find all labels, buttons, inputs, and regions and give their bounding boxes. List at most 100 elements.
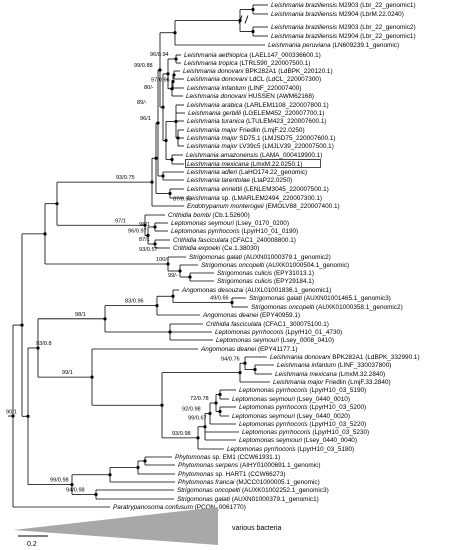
support-value: 96/0.97 [128, 229, 147, 235]
support-value: 90/1 [6, 409, 17, 415]
taxon-accession: (CFAC1_240008800.1) [230, 237, 296, 244]
support-value: 80/- [144, 85, 154, 91]
taxon-genus: Phytomonas serpens [178, 462, 240, 469]
taxon-accession: M2903 (Lbr_22_genomic2) [339, 24, 416, 31]
taxon-accession: (LaHO174.22_genomic) [239, 169, 307, 176]
node-marker [168, 191, 172, 196]
taxon-genus: Leptomonas pyrrhocoris [239, 404, 309, 411]
taxon-label: Leishmania braziliensis M2903 (Lbr_22_ge… [271, 2, 416, 9]
taxon-genus: Leishmania gerbilli [188, 110, 243, 117]
taxon-label: Leishmania enriettii (LENLEM3045_2200075… [187, 186, 329, 193]
taxon-label: Leishmania amazonensis (LAMA_000419900.1… [186, 152, 322, 159]
taxon-accession: (Cb.1.52600) [212, 212, 249, 219]
taxon-accession: (LAEL147_000336600.1) [249, 52, 320, 59]
node-marker [170, 157, 174, 162]
taxon-accession: BPK282A1 (LdBPK_332990.1) [332, 354, 419, 361]
taxon-genus: Leishmania amazonensis [186, 152, 260, 159]
support-value: 93/0.8 [36, 341, 52, 347]
taxon-label: Strigomonas oncopelti (AUXK01002252.1_ge… [177, 487, 329, 494]
taxon-label: Leishmania braziliensis M2903 (Lbr_22_ge… [271, 24, 416, 31]
node-marker [161, 174, 165, 178]
support-value: 89/- [137, 100, 147, 106]
taxon-genus: Leptomonas pyrrhocoris [215, 329, 285, 336]
node-marker [26, 414, 30, 418]
taxon-accession: HUSSEN (AWM62168) [248, 93, 314, 100]
node-marker [218, 392, 222, 397]
taxon-accession: (AUXN01000379.1_genomic1) [232, 496, 319, 503]
taxon-accession: (Ce.1.38030) [222, 245, 259, 252]
taxon-label: Leishmania braziliensis M2904 (Lbr_22_ge… [271, 33, 416, 40]
taxon-accession: (Lsey_0440_0040) [304, 437, 357, 444]
taxon-label: Leptomonas pyrrhocoris (LpyrH10_01_4730) [215, 329, 342, 336]
taxon-accession: (LmxM.32.2840) [339, 371, 386, 378]
node-marker [158, 68, 162, 72]
taxon-accession: (EPY29184.1) [274, 278, 314, 285]
node-marker [20, 323, 24, 327]
taxon-label: Crithidia bombi (Cb.1.52600) [168, 212, 250, 219]
taxon-genus: Leishmania mexicana [187, 161, 251, 168]
taxon-genus: Strigomonas galati [177, 496, 232, 503]
node-marker [173, 31, 177, 35]
node-marker [154, 156, 158, 160]
support-value: 92/0.98 [182, 407, 201, 413]
taxon-genus: Leishmania infantum [187, 85, 248, 92]
support-value: 100/- [156, 257, 169, 263]
node-marker [143, 459, 147, 463]
node-marker [253, 367, 257, 372]
taxon-accession: (EPY31013.1) [274, 270, 314, 277]
taxon-accession: (LARLEM1108_220007800.1) [244, 102, 328, 109]
taxon-accession: (Lsey_0170_0200) [236, 220, 289, 227]
taxon-label: Leishmania infantum (LINF_330037800) [277, 362, 391, 369]
taxon-label: Crithidia fasciculata (CFAC1_240008800.1… [173, 237, 296, 244]
taxon-accession: (AUXK01002252.1_genomic3) [242, 487, 329, 494]
taxon-genus: Leishmania [187, 195, 221, 202]
taxon-genus: Leishmania donovani [187, 76, 249, 83]
node-marker [178, 269, 182, 273]
taxon-genus: Leptomonas pyrrhocoris [227, 446, 297, 453]
taxon-accession: BPK282A1 (LdBPK_220120.1) [245, 68, 332, 75]
node-marker [90, 375, 94, 379]
taxon-genus: Leishmania tarentolae [187, 177, 252, 184]
node-marker [243, 361, 247, 365]
taxon-accession: LV39c5 (LMJLV39_220007500.1) [239, 143, 334, 150]
taxon-accession: M2903 (Lbr_22_genomic1) [339, 2, 416, 9]
taxon-genus: Leptomonas seymouri [171, 220, 236, 227]
taxon-accession: (LpyrH10_01_4730) [285, 329, 342, 336]
support-value: 93/0.98 [172, 431, 191, 437]
taxon-genus: Phytomonas [178, 471, 215, 478]
node-marker [153, 225, 157, 229]
taxon-label: Leishmania major Friedlin (LmjF.33.2840) [273, 379, 391, 386]
taxon-label: Leptomonas pyrrhocoris (LpyrH10_03_5190) [239, 387, 366, 394]
node-marker [161, 105, 165, 109]
taxon-genus: Leishmania peruviana [268, 42, 332, 49]
taxon-label: Strigomonas culicis (EPY31013.1) [217, 270, 314, 277]
taxon-accession: (EPY41177.1) [258, 346, 298, 353]
node-marker [251, 29, 255, 34]
scale-bar: 0.2 [18, 535, 48, 548]
taxon-genus: Leptomonas seymouri [239, 437, 304, 444]
support-value: 94/0.98 [66, 488, 85, 494]
taxon-accession: (LINF_330037800) [338, 362, 392, 369]
taxon-genus: Strigomonas oncopelti [201, 262, 266, 269]
taxon-label: Leptomonas seymouri (Lsey_0440_0010) [232, 396, 350, 403]
taxon-accession: (LENLEM3045_220007500.1) [244, 186, 329, 193]
taxon-genus: Leishmania braziliensis [271, 2, 339, 9]
taxon-genus: Leptomonas pyrrhocoris [239, 387, 309, 394]
node-marker [168, 330, 172, 334]
taxon-label: Leishmania infantum (LINF_220007400) [187, 85, 301, 92]
support-value: 99/1 [62, 370, 73, 376]
node-marker [188, 275, 192, 279]
taxon-genus: Leishmania major [187, 127, 239, 134]
node-marker [218, 409, 222, 414]
taxon-accession: (Lsey_0008_0410) [281, 337, 334, 344]
node-marker [166, 72, 170, 76]
taxon-accession: M2904 (Lbr_22_genomic1) [339, 33, 416, 40]
taxon-genus: Crithidia fasciculata [206, 321, 263, 328]
node-marker [196, 436, 200, 440]
taxon-label: Leishmania sp. (LMARLEM2494_220007300.1) [187, 195, 322, 202]
taxon-accession: Friedlin (LmjF.22.0250) [239, 127, 304, 134]
taxon-accession: (Lsey_0440_0020) [297, 413, 350, 420]
taxon-genus: Paratrypanosoma confusum [113, 504, 195, 511]
taxon-label: Leishmania mexicana (LmxM.22.0250.1) [187, 161, 302, 168]
taxon-label: Leishmania aethiopica (LAEL147_000336600… [184, 52, 321, 59]
